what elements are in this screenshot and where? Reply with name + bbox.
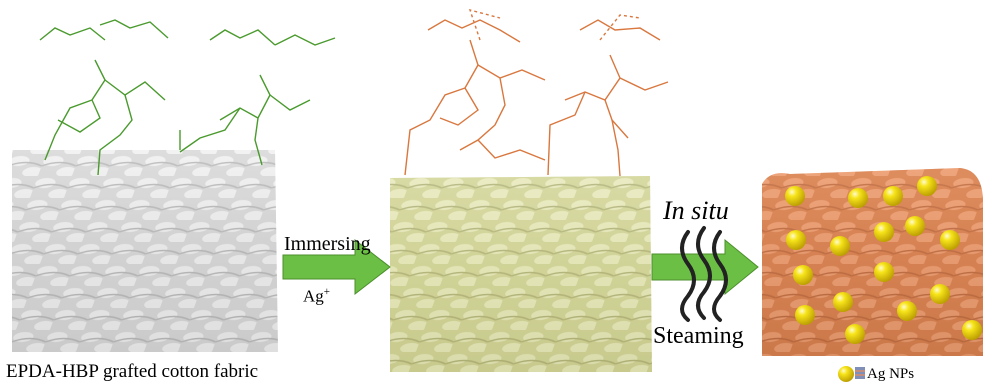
immersing-label: Immersing	[284, 233, 371, 255]
legend-markers	[838, 366, 865, 382]
nanoparticle-icon	[845, 324, 865, 344]
legend-bar-icon	[855, 367, 865, 379]
nanoparticle-icon	[905, 216, 925, 236]
silver-ion-label: Ag+	[303, 286, 330, 307]
steaming-label: Steaming	[653, 323, 744, 349]
in-situ-label: In situ	[663, 196, 729, 225]
nanoparticle-icon	[962, 320, 982, 340]
nanoparticle-icon	[838, 366, 854, 382]
steaming-arrow	[651, 226, 759, 322]
silver-ion-symbol: Ag	[303, 286, 324, 306]
nanoparticle-icon	[930, 284, 950, 304]
nanoparticle-icon	[874, 262, 894, 282]
nanoparticle-icon	[793, 265, 813, 285]
hbp-molecule-green	[39, 19, 336, 176]
fabric-caption: EPDA-HBP grafted cotton fabric	[6, 361, 259, 382]
fabric-orange-panel	[762, 168, 983, 356]
silver-ion-charge: +	[323, 286, 331, 298]
legend-label: Ag NPs	[867, 366, 915, 382]
nanoparticle-icon	[874, 222, 894, 242]
nanoparticle-icon	[848, 188, 868, 208]
right-arrow-icon	[651, 238, 759, 296]
nanoparticle-icon	[786, 230, 806, 250]
nanoparticle-icon	[917, 176, 937, 196]
hbp-molecule-orange	[404, 8, 669, 177]
silver-nanoparticles	[785, 176, 982, 344]
nanoparticle-icon	[795, 305, 815, 325]
right-arrow-icon	[282, 238, 391, 296]
nanoparticle-icon	[883, 186, 903, 206]
fabric-grey-panel	[12, 150, 278, 352]
immersing-arrow	[282, 238, 391, 296]
nanoparticle-icon	[785, 186, 805, 206]
nanoparticle-icon	[940, 230, 960, 250]
nanoparticle-icon	[833, 292, 853, 312]
steam-wave-icon	[680, 226, 728, 322]
nanoparticle-icon	[830, 236, 850, 256]
fabric-cream-panel	[390, 176, 652, 372]
nanoparticle-icon	[897, 301, 917, 321]
